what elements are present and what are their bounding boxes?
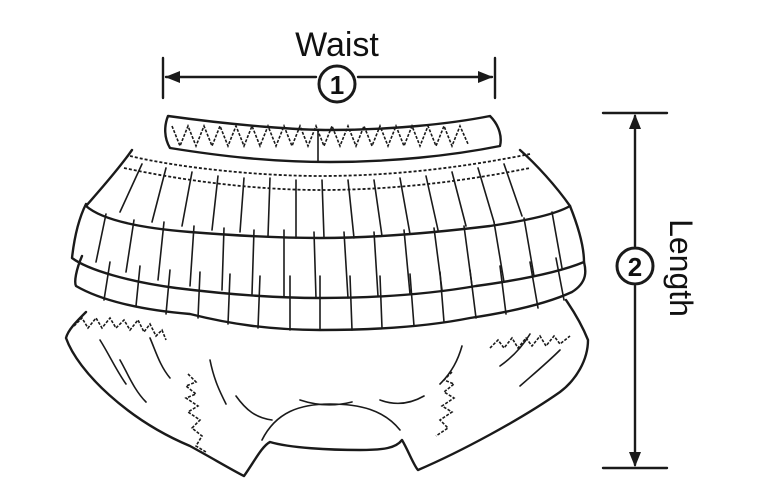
waist-arrow-left [165,71,180,83]
ruffle-tier-2 [70,202,586,300]
ruffle-tier-1-folds [119,163,523,239]
right-leg-elastic-lower [435,371,456,437]
length-label: Length [663,219,699,317]
waist-number: 1 [330,70,344,100]
ruffle-tier-1 [84,148,572,240]
ruffle-tier-3-folds [103,257,565,331]
waistband-elastic-stitch [171,123,469,149]
length-arrow-bottom [629,452,641,467]
ruffle-tier-3 [74,254,587,332]
waist-label: Waist [295,26,379,64]
length-arrow-top [629,114,641,129]
waist-number-circle [317,64,357,104]
length-number: 2 [628,252,642,282]
waist-arrow-right [478,71,493,83]
length-dimension: 2 Length [601,111,699,470]
length-number-circle [615,246,655,286]
ruffle-gather-stitch-1 [129,153,531,177]
panty-body-outline [64,298,590,478]
crotch-curve [261,403,401,441]
left-leg-elastic [73,316,167,341]
waistband-outline [164,114,502,164]
left-leg-elastic-lower [184,373,207,453]
bloomers-illustration [64,114,590,478]
ruffle-gather-stitch-2 [123,167,531,191]
ruffle-tier-2-folds [95,211,563,299]
waist-dimension: Waist 1 [161,26,497,104]
right-leg-elastic [489,334,571,350]
